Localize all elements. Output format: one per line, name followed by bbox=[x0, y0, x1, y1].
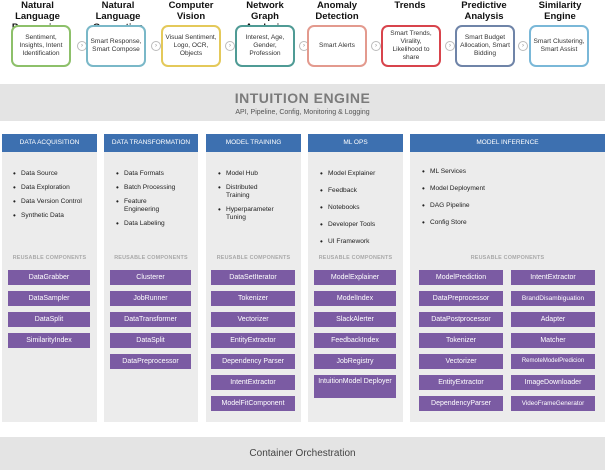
component-datasplit: DataSplit bbox=[110, 333, 191, 348]
cap-title-trends: Trends bbox=[394, 0, 426, 11]
component-datapostprocessor: DataPostprocessor bbox=[419, 312, 503, 327]
engine-subtitle: API, Pipeline, Config, Monitoring & Logg… bbox=[235, 109, 370, 116]
column-data-transformation: DATA TRANSFORMATION Data Formats Batch P… bbox=[104, 134, 198, 422]
bullet-item: Data Source bbox=[13, 170, 83, 178]
container-orchestration-band: Container Orchestration bbox=[0, 437, 605, 470]
bullet-item: Synthetic Data bbox=[13, 212, 83, 220]
engine-title: INTUITION ENGINE bbox=[234, 90, 371, 106]
bullet-list: Data Source Data Exploration Data Versio… bbox=[13, 170, 83, 220]
column-header: MODEL INFERENCE bbox=[410, 134, 605, 152]
component-videoframegenerator: VideoFrameGenerator bbox=[511, 396, 595, 411]
component-intuitionmodel-deployer: IntuitionModel Deployer bbox=[314, 375, 396, 398]
bullet-item: ML Services bbox=[422, 168, 485, 176]
bullet-item: DAG Pipeline bbox=[422, 202, 485, 210]
bullet-item: Developer Tools bbox=[320, 221, 375, 229]
cap-title-anomaly: Anomaly Detection bbox=[315, 0, 359, 22]
cap-box-anomaly: Smart Alerts bbox=[307, 25, 367, 67]
bullet-item: Config Store bbox=[422, 219, 485, 227]
bullet-item: UI Framework bbox=[320, 238, 375, 246]
component-jobregistry: JobRegistry bbox=[314, 354, 396, 369]
component-imagedownloader: ImageDownloader bbox=[511, 375, 595, 390]
bullet-item: Distributed Training bbox=[218, 184, 278, 200]
cap-box-cv: Visual Sentiment, Logo, OCR, Objects bbox=[161, 25, 221, 67]
bullet-list: ML Services Model Deployment DAG Pipelin… bbox=[422, 168, 485, 227]
arrow-icon: › bbox=[445, 41, 455, 51]
component-entityextractor: EntityExtractor bbox=[211, 333, 295, 348]
bullet-item: Hyperparameter Tuning bbox=[218, 206, 292, 222]
component-modelfitcomponent: ModelFitComponent bbox=[211, 396, 295, 411]
component-clusterer: Clusterer bbox=[110, 270, 191, 285]
bullet-item: Model Hub bbox=[218, 170, 292, 178]
bullet-item: Feature Engineering bbox=[116, 198, 172, 214]
cap-title-predictive: Predictive Analysis bbox=[461, 0, 507, 22]
component-datasetiterator: DataSetIterator bbox=[211, 270, 295, 285]
component-adapter: Adapter bbox=[511, 312, 595, 327]
bullet-item: Data Labeling bbox=[116, 220, 175, 228]
bullet-list: Model Explainer Feedback Notebooks Devel… bbox=[320, 170, 375, 246]
component-dependencyparser: DependencyParser bbox=[419, 396, 503, 411]
reusable-components-label: REUSABLE COMPONENTS bbox=[318, 255, 393, 261]
reusable-components-label: REUSABLE COMPONENTS bbox=[114, 255, 188, 261]
bullet-item: Batch Processing bbox=[116, 184, 175, 192]
component-slackalerter: SlackAlerter bbox=[314, 312, 396, 327]
column-header: ML OPS bbox=[308, 134, 403, 152]
bullet-list: Model Hub Distributed Training Hyperpara… bbox=[218, 170, 292, 222]
component-vectorizer: Vectorizer bbox=[419, 354, 503, 369]
component-datasampler: DataSampler bbox=[8, 291, 90, 306]
component-tokenizer: Tokenizer bbox=[419, 333, 503, 348]
component-vectorizer: Vectorizer bbox=[211, 312, 295, 327]
component-intentextractor: IntentExtractor bbox=[211, 375, 295, 390]
cap-box-predictive: Smart Budget Allocation, Smart Bidding bbox=[455, 25, 515, 67]
reusable-components-label: REUSABLE COMPONENTS bbox=[216, 255, 291, 261]
column-header: DATA TRANSFORMATION bbox=[104, 134, 198, 152]
cap-title-cv: Computer Vision bbox=[168, 0, 214, 22]
reusable-components-label: REUSABLE COMPONENTS bbox=[470, 255, 545, 261]
component-datasplit: DataSplit bbox=[8, 312, 90, 327]
component-datagrabber: DataGrabber bbox=[8, 270, 90, 285]
component-tokenizer: Tokenizer bbox=[211, 291, 295, 306]
column-model-inference: MODEL INFERENCE ML Services Model Deploy… bbox=[410, 134, 605, 422]
bullet-item: Data Exploration bbox=[13, 184, 83, 192]
column-model-training: MODEL TRAINING Model Hub Distributed Tra… bbox=[206, 134, 301, 422]
reusable-components-label: REUSABLE COMPONENTS bbox=[12, 255, 87, 261]
component-matcher: Matcher bbox=[511, 333, 595, 348]
bullet-item: Model Deployment bbox=[422, 185, 485, 193]
component-dependency-parser: Dependency Parser bbox=[211, 354, 295, 369]
cap-box-nlg: Smart Response, Smart Compose bbox=[86, 25, 146, 67]
cap-box-trends: Smart Trends, Virality, Likelihood to sh… bbox=[381, 25, 441, 67]
cap-box-similarity: Smart Clustering, Smart Assist bbox=[529, 25, 589, 67]
component-similarityindex: SimilarityIndex bbox=[8, 333, 90, 348]
component-jobrunner: JobRunner bbox=[110, 291, 191, 306]
bullet-item: Data Formats bbox=[116, 170, 175, 178]
column-header: MODEL TRAINING bbox=[206, 134, 301, 152]
component-datapreprocessor: DataPreprocessor bbox=[419, 291, 503, 306]
component-branddisambiguation: BrandDisambiguation bbox=[511, 291, 595, 306]
bullet-item: Data Version Control bbox=[13, 198, 83, 206]
arrow-icon: › bbox=[225, 41, 235, 51]
column-ml-ops: ML OPS Model Explainer Feedback Notebook… bbox=[308, 134, 403, 422]
component-intentextractor: IntentExtractor bbox=[511, 270, 595, 285]
component-datatransformer: DataTransformer bbox=[110, 312, 191, 327]
bullet-list: Data Formats Batch Processing Feature En… bbox=[116, 170, 175, 228]
column-header: DATA ACQUISITION bbox=[2, 134, 97, 152]
bullet-item: Notebooks bbox=[320, 204, 375, 212]
component-modelexplainer: ModelExplainer bbox=[314, 270, 396, 285]
component-remotemodelpredicion: RemoteModelPredicion bbox=[511, 354, 595, 369]
bullet-item: Feedback bbox=[320, 187, 375, 195]
arrow-icon: › bbox=[371, 41, 381, 51]
cap-box-network: Interest, Age, Gender, Profession bbox=[235, 25, 295, 67]
arrow-icon: › bbox=[151, 41, 161, 51]
column-data-acquisition: DATA ACQUISITION Data Source Data Explor… bbox=[2, 134, 97, 422]
component-modelindex: ModelIndex bbox=[314, 291, 396, 306]
intuition-engine-band: INTUITION ENGINE API, Pipeline, Config, … bbox=[0, 84, 605, 121]
cap-title-similarity: Similarity Engine bbox=[538, 0, 582, 22]
bullet-item: Model Explainer bbox=[320, 170, 375, 178]
component-entityextractor: EntityExtractor bbox=[419, 375, 503, 390]
component-feedbackindex: FeedbackIndex bbox=[314, 333, 396, 348]
cap-box-nlp: Sentiment, Insights, Intent Identificati… bbox=[11, 25, 71, 67]
arrow-icon: › bbox=[518, 41, 528, 51]
component-modelprediction: ModelPrediction bbox=[419, 270, 503, 285]
component-datapreprocessor: DataPreprocessor bbox=[110, 354, 191, 369]
